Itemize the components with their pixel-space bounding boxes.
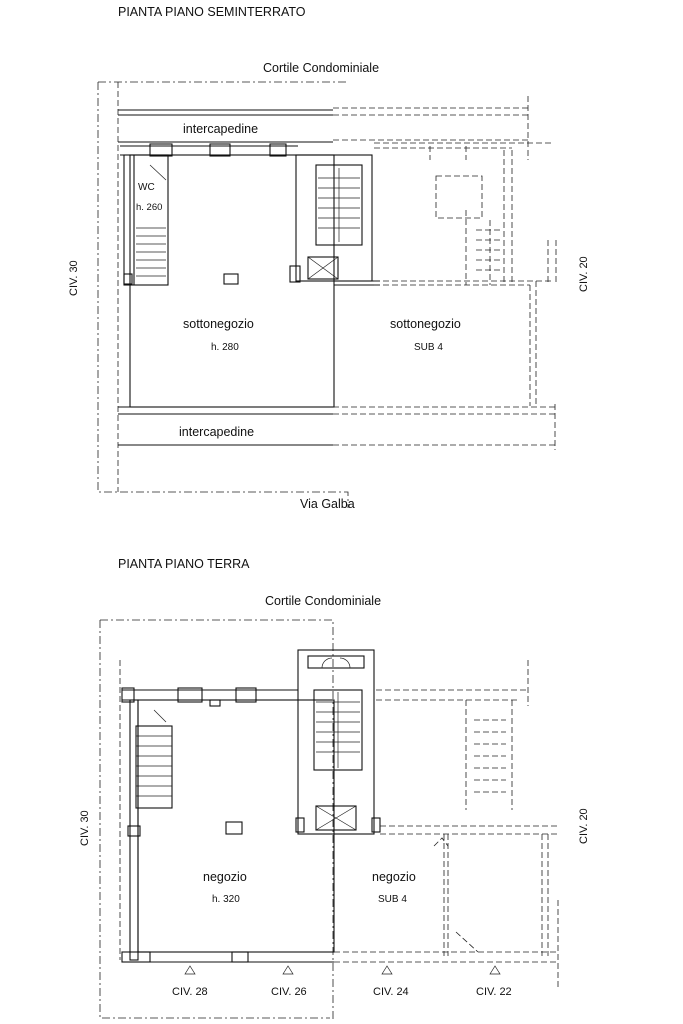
basement-intercapedine-bottom: intercapedine [179,425,254,439]
basement-left-stair [136,164,167,277]
basement-property-boundary [97,81,349,508]
street-label: Via Galba [300,497,355,511]
ground-civ-label-2: CIV. 26 [271,986,307,998]
basement-intercapedine-top: intercapedine [183,122,258,136]
ground-room-right-name: negozio [372,870,416,884]
basement-plan-title: PIANTA PIANO SEMINTERRATO [118,5,306,19]
basement-wc-height: h. 260 [136,202,162,213]
basement-plan: PIANTA PIANO SEMINTERRATO Cortile Condom… [68,5,590,511]
basement-room-right-sub: SUB 4 [414,342,443,353]
ground-property-boundary [99,619,334,1020]
ground-left-stair [135,709,173,809]
ground-room-left-height: h. 320 [212,894,240,905]
ground-civ-label-3: CIV. 24 [373,986,409,998]
basement-room-left-height: h. 280 [211,342,239,353]
ground-civ-label-4: CIV. 22 [476,986,512,998]
basement-civ-right: CIV. 20 [578,256,590,292]
ground-stair-core [297,649,375,835]
basement-wc-label: WC [138,182,155,193]
ground-central-stair [313,689,363,771]
basement-elevator-shaft [307,256,339,280]
ground-plan-title: PIANTA PIANO TERRA [118,557,250,571]
ground-room-left [137,699,335,953]
ground-room-left-name: negozio [203,870,247,884]
basement-room-left-name: sottonegozio [183,317,254,331]
basement-central-stair [318,168,360,242]
basement-room-right-name: sottonegozio [390,317,461,331]
basement-civ-left: CIV. 30 [68,260,80,296]
ground-civ-label-1: CIV. 28 [172,986,208,998]
ground-room-right [376,660,560,956]
ground-floor-plan: PIANTA PIANO TERRA Cortile Condominiale [79,557,590,1020]
ground-civ-right: CIV. 20 [578,808,590,844]
ground-civ-left: CIV. 30 [79,810,91,846]
ground-elevator-shaft [315,805,357,831]
basement-wc-block [123,154,169,286]
entrance-markers [184,965,501,975]
ground-room-right-sub: SUB 4 [378,894,407,905]
basement-courtyard-label: Cortile Condominiale [263,61,379,75]
ground-courtyard-label: Cortile Condominiale [265,594,381,608]
basement-room-right [374,142,552,406]
